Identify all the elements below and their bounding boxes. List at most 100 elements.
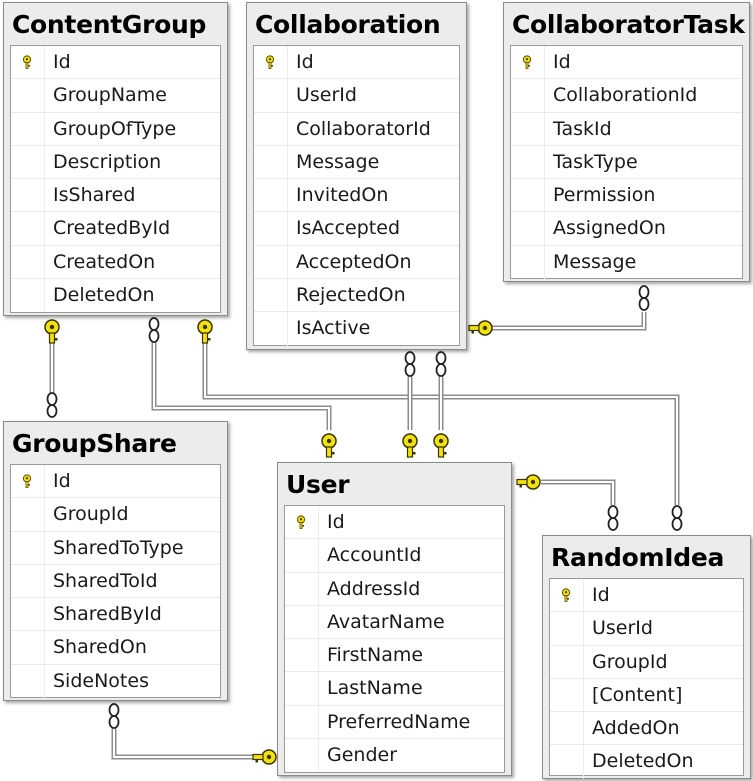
- column-row[interactable]: CollaborationId: [511, 79, 742, 113]
- column-row[interactable]: TaskType: [511, 145, 742, 180]
- column-name: Id: [553, 51, 571, 73]
- column-name: [Content]: [592, 683, 683, 706]
- table-title: GroupShare: [12, 429, 177, 458]
- column-row[interactable]: IsActive: [254, 312, 459, 346]
- column-row[interactable]: PreferredName: [285, 705, 504, 740]
- primary-key-column[interactable]: Id: [511, 46, 742, 80]
- row-gutter: [285, 506, 319, 539]
- column-row[interactable]: AcceptedOn: [254, 245, 459, 280]
- row-gutter: [254, 112, 288, 145]
- column-row[interactable]: Gender: [285, 739, 504, 773]
- column-row[interactable]: GroupId: [550, 645, 743, 679]
- infinity-end-icon: [607, 505, 619, 531]
- column-name: IsShared: [53, 184, 136, 207]
- column-row[interactable]: Message: [511, 245, 742, 280]
- column-row[interactable]: UserId: [254, 79, 459, 113]
- column-name: DeletedOn: [592, 750, 694, 773]
- column-row[interactable]: SharedById: [11, 598, 220, 632]
- row-gutter: [254, 46, 288, 79]
- column-row[interactable]: TaskId: [511, 112, 742, 146]
- column-row[interactable]: DeletedOn: [550, 745, 743, 779]
- column-name: Id: [327, 511, 345, 533]
- row-gutter: [285, 572, 319, 605]
- column-row[interactable]: GroupId: [11, 498, 220, 532]
- row-gutter: [254, 312, 288, 346]
- row-gutter: [254, 212, 288, 245]
- row-gutter: [254, 145, 288, 179]
- row-gutter: [550, 645, 584, 678]
- column-row[interactable]: RejectedOn: [254, 279, 459, 313]
- column-row[interactable]: LastName: [285, 672, 504, 706]
- row-gutter: [550, 678, 584, 712]
- primary-key-column[interactable]: Id: [254, 46, 459, 80]
- column-row[interactable]: Description: [11, 145, 220, 180]
- row-gutter: [550, 712, 584, 745]
- column-row[interactable]: Permission: [511, 179, 742, 213]
- row-gutter: [511, 79, 545, 112]
- column-row[interactable]: InvitedOn: [254, 179, 459, 213]
- row-gutter: [511, 112, 545, 145]
- infinity-end-icon: [671, 505, 683, 531]
- column-row[interactable]: AvatarName: [285, 605, 504, 640]
- row-gutter: [550, 579, 584, 612]
- column-row[interactable]: SharedToType: [11, 531, 220, 565]
- column-row[interactable]: GroupOfType: [11, 112, 220, 146]
- primary-key-icon: [296, 515, 306, 529]
- column-row[interactable]: CollaboratorId: [254, 112, 459, 146]
- column-row[interactable]: SideNotes: [11, 664, 220, 699]
- relationship-connector: [108, 703, 277, 765]
- column-row[interactable]: GroupName: [11, 79, 220, 113]
- column-row[interactable]: IsAccepted: [254, 212, 459, 246]
- infinity-end-icon: [404, 351, 416, 377]
- column-row[interactable]: AccountId: [285, 539, 504, 573]
- primary-key-column[interactable]: Id: [285, 506, 504, 540]
- column-name: RejectedOn: [296, 284, 406, 307]
- column-row[interactable]: AddedOn: [550, 712, 743, 746]
- primary-key-icon: [22, 474, 32, 488]
- column-row[interactable]: DeletedOn: [11, 279, 220, 313]
- column-name: TaskType: [553, 150, 638, 173]
- row-gutter: [511, 145, 545, 179]
- column-row[interactable]: CreatedById: [11, 212, 220, 246]
- column-name: UserId: [296, 84, 357, 107]
- column-row[interactable]: UserId: [550, 612, 743, 646]
- row-gutter: [11, 564, 45, 598]
- column-row[interactable]: SharedToId: [11, 564, 220, 599]
- column-row[interactable]: CreatedOn: [11, 245, 220, 280]
- table-title: RandomIdea: [551, 543, 725, 572]
- column-row[interactable]: IsShared: [11, 179, 220, 213]
- row-gutter: [285, 639, 319, 672]
- column-name: Message: [553, 250, 637, 273]
- column-row[interactable]: AddressId: [285, 572, 504, 606]
- primary-key-column[interactable]: Id: [11, 46, 220, 80]
- row-gutter: [11, 46, 45, 79]
- column-row[interactable]: FirstName: [285, 639, 504, 673]
- key-end-icon: [402, 433, 418, 458]
- column-row[interactable]: Message: [254, 145, 459, 180]
- column-name: AccountId: [327, 544, 422, 567]
- column-name: AssignedOn: [553, 217, 666, 240]
- primary-key-column[interactable]: Id: [550, 579, 743, 613]
- column-name: AcceptedOn: [296, 250, 412, 273]
- relationship-connector: [433, 351, 449, 458]
- column-name: UserId: [592, 617, 653, 640]
- column-name: Id: [592, 584, 610, 606]
- column-row[interactable]: AssignedOn: [511, 212, 742, 246]
- row-gutter: [11, 245, 45, 279]
- key-end-icon: [44, 319, 60, 344]
- row-gutter: [11, 79, 45, 112]
- column-name: GroupName: [53, 84, 167, 107]
- infinity-end-icon: [638, 285, 650, 311]
- row-gutter: [254, 79, 288, 112]
- column-row[interactable]: SharedOn: [11, 631, 220, 665]
- row-gutter: [254, 179, 288, 212]
- column-name: Id: [53, 51, 71, 73]
- column-row[interactable]: [Content]: [550, 678, 743, 713]
- primary-key-column[interactable]: Id: [11, 465, 220, 499]
